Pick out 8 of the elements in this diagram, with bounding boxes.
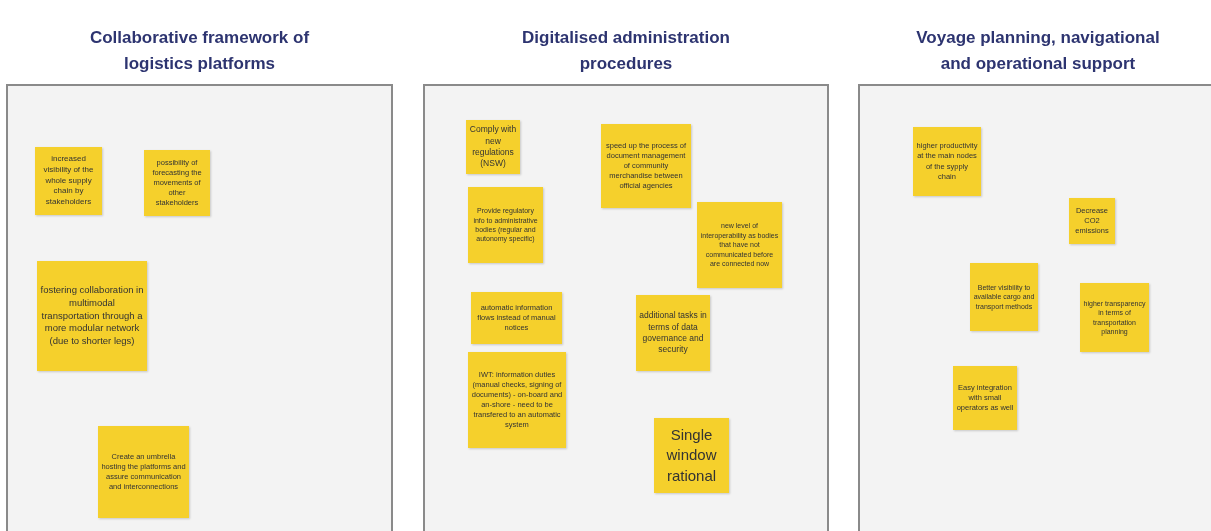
sticky-note: increased visibility of the whole supply chain by stakeholders	[35, 147, 102, 215]
sticky-note: Comply with new regulations (NSW)	[466, 120, 520, 174]
column-heading: Voyage planning, navigational and operational support	[915, 27, 1161, 75]
sticky-note: additional tasks in terms of data governance and security	[636, 295, 710, 371]
sticky-note: Single window rational	[654, 418, 729, 493]
column-heading: Digitalised administration procedures	[521, 27, 731, 75]
column-heading: Collaborative framework of logistics platforms	[88, 27, 311, 75]
sticky-note: fostering collaboration in multimodal transportation through a more modular network (due to shorter legs)	[37, 261, 147, 371]
